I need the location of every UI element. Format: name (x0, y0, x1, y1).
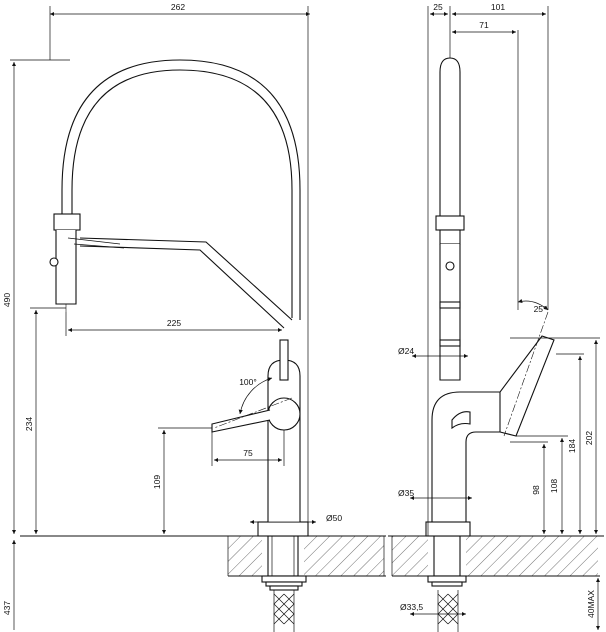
side-fixing (427, 535, 467, 632)
side-view: 25 101 71 25° Ø24 Ø35 Ø33,5 (388, 2, 604, 632)
front-body (211, 339, 309, 537)
dim-71: 71 (479, 20, 489, 30)
side-spout (435, 57, 465, 381)
side-lever (499, 335, 555, 437)
front-fixing (261, 535, 307, 632)
dim-437: 437 (2, 601, 12, 615)
dim-234: 234 (24, 417, 34, 431)
dim-40max: 40MAX (586, 590, 596, 618)
dim-dia-33-5: Ø33,5 (400, 602, 423, 612)
dim-184: 184 (567, 439, 577, 453)
front-dimensions: 262 490 234 225 100° 109 75 (2, 2, 342, 630)
dim-angle-100: 100° (239, 377, 257, 387)
front-spout (49, 59, 301, 329)
side-body (425, 311, 555, 537)
lever-handle (211, 409, 271, 433)
dim-109: 109 (152, 475, 162, 489)
dim-490: 490 (2, 293, 12, 307)
dim-262: 262 (171, 2, 185, 12)
lever-hub (267, 397, 301, 431)
side-countertop (388, 535, 604, 577)
dim-dia-24: Ø24 (398, 346, 414, 356)
front-view: 262 490 234 225 100° 109 75 (2, 2, 386, 632)
dim-angle-25: 25° (534, 304, 547, 314)
dim-101: 101 (491, 2, 505, 12)
dim-dia-35: Ø35 (398, 488, 414, 498)
dim-98: 98 (531, 485, 541, 495)
dim-25: 25 (433, 2, 443, 12)
dim-dia-50: Ø50 (326, 513, 342, 523)
front-countertop (20, 535, 386, 577)
dim-75: 75 (243, 448, 253, 458)
side-dimensions: 25 101 71 25° Ø24 Ø35 Ø33,5 (398, 2, 601, 630)
dim-108: 108 (549, 479, 559, 493)
dim-202: 202 (584, 431, 594, 445)
dim-225: 225 (167, 318, 181, 328)
